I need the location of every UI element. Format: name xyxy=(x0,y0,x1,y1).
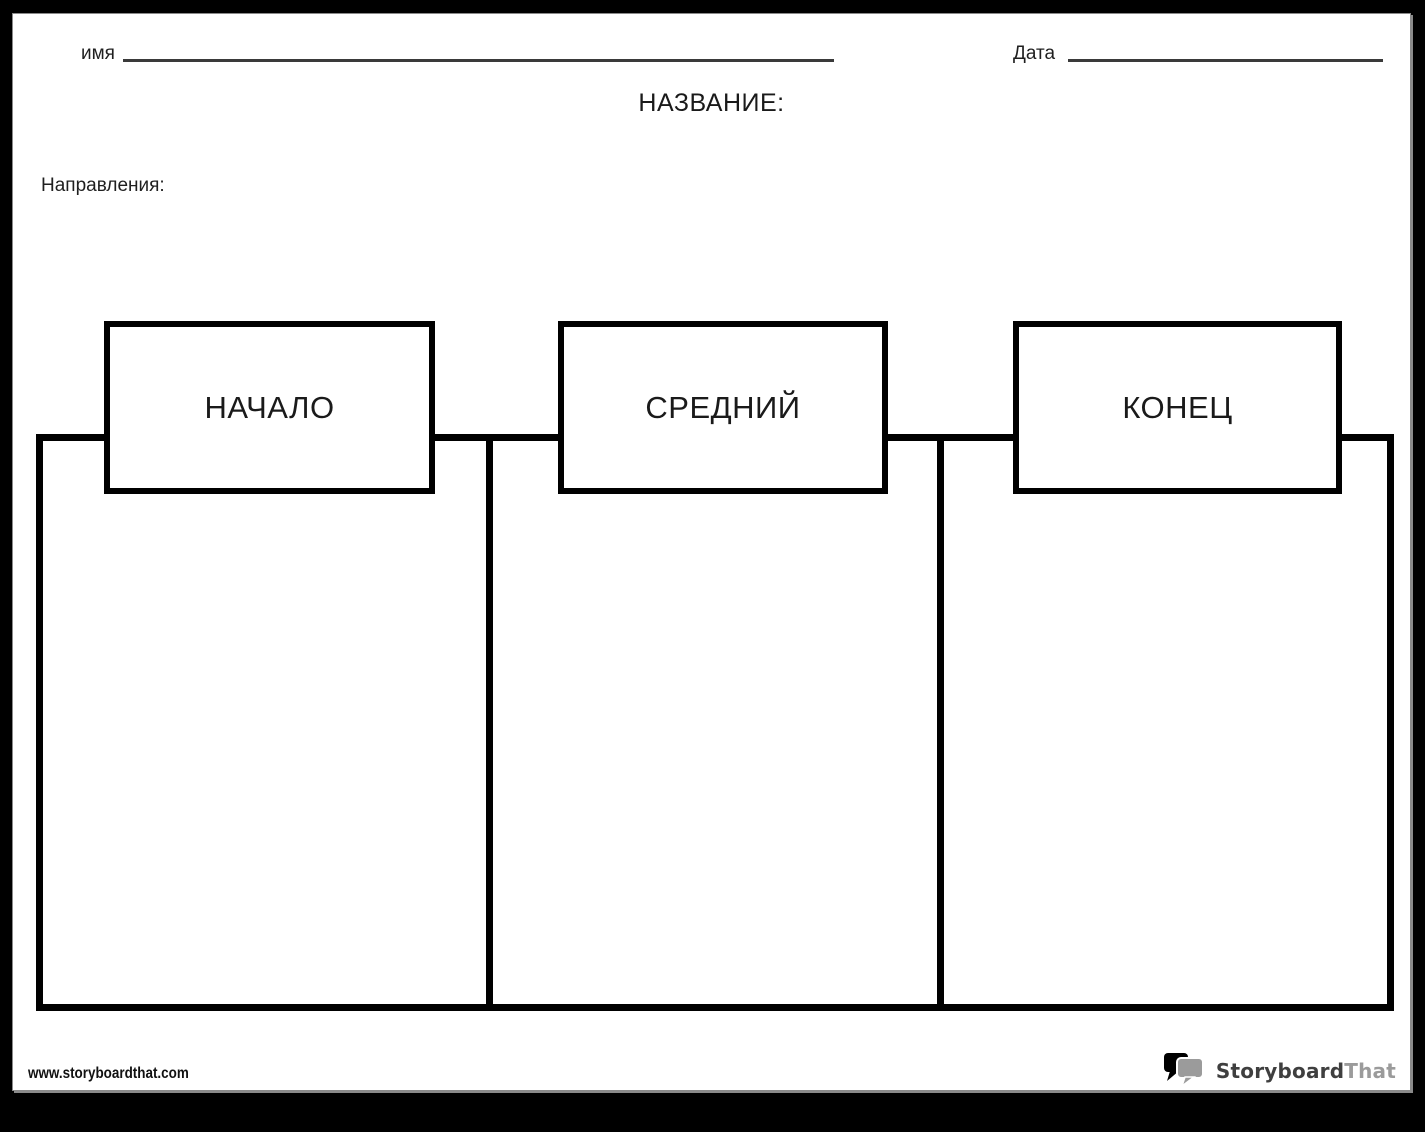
section-header-beginning-label: НАЧАЛО xyxy=(204,389,335,425)
worksheet-title-label: НАЗВАНИЕ: xyxy=(638,89,785,117)
worksheet-page: имя Дата НАЗВАНИЕ: Направления: НАЧАЛО С… xyxy=(12,13,1411,1091)
section-header-end: КОНЕЦ xyxy=(1013,321,1342,494)
section-header-end-label: КОНЕЦ xyxy=(1122,389,1233,425)
storyboardthat-logo[interactable]: StoryboardThat xyxy=(1163,1050,1396,1092)
story-cell-end[interactable] xyxy=(936,441,1387,1004)
logo-wordmark: StoryboardThat xyxy=(1216,1059,1396,1083)
speech-bubbles-icon xyxy=(1163,1052,1209,1090)
section-header-middle: СРЕДНИЙ xyxy=(558,321,888,494)
name-write-line[interactable] xyxy=(123,59,834,62)
date-label: Дата xyxy=(1013,43,1056,64)
story-grid xyxy=(36,434,1394,1011)
story-cell-beginning[interactable] xyxy=(43,441,487,1004)
logo-text-secondary: That xyxy=(1344,1059,1396,1083)
footer-website-link[interactable]: www.storyboardthat.com xyxy=(28,1065,189,1082)
name-label: имя xyxy=(81,43,115,64)
logo-text-primary: Storyboard xyxy=(1215,1059,1345,1083)
directions-label: Направления: xyxy=(41,175,165,196)
section-header-beginning: НАЧАЛО xyxy=(104,321,435,494)
date-write-line[interactable] xyxy=(1068,59,1383,62)
story-cell-middle[interactable] xyxy=(486,441,937,1004)
section-header-middle-label: СРЕДНИЙ xyxy=(645,389,801,425)
